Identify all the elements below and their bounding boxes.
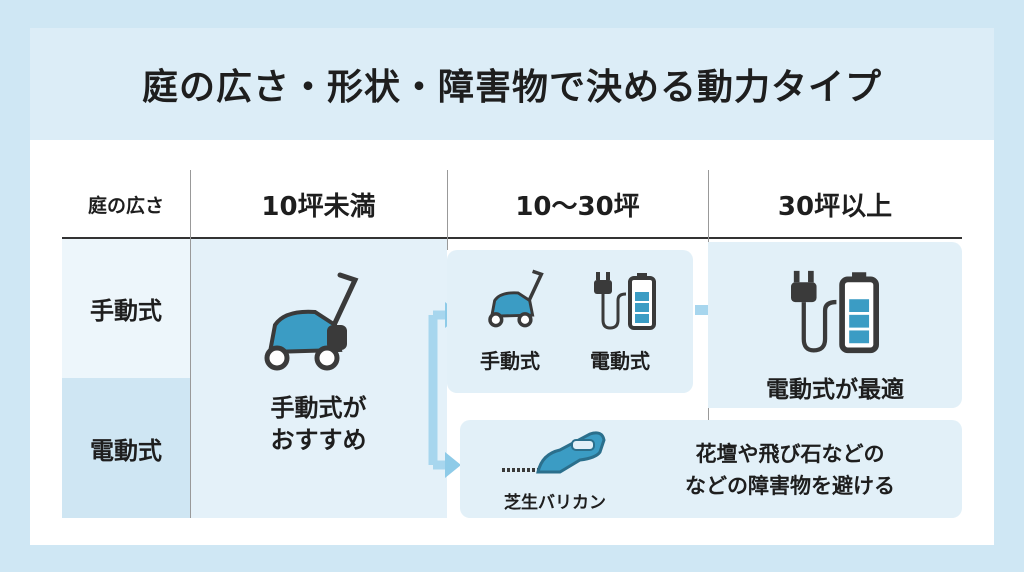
- large-recommendation: 電動式が最適: [766, 377, 904, 403]
- grass-trimmer-icon: [502, 431, 606, 474]
- medium-electric-label: 電動式: [590, 349, 650, 373]
- lawn-mower-icon: [488, 269, 544, 328]
- plug-battery-icon: [791, 270, 880, 354]
- row-label-electric: 電動式: [62, 378, 190, 518]
- branch-arrow-icon: [428, 302, 461, 478]
- large-box: [708, 242, 962, 408]
- medium-manual-label: 手動式: [480, 349, 540, 373]
- plug-battery-icon: [594, 272, 656, 330]
- title-band: 庭の広さ・形状・障害物で決める動力タイプ: [30, 28, 994, 140]
- trimmer-label: 芝生バリカン: [504, 493, 606, 513]
- obstacle-note: 花壇や飛び石などの などの障害物を避ける: [685, 442, 895, 498]
- header-large: 30坪以上: [777, 191, 893, 222]
- header-medium: 10〜30坪: [515, 191, 640, 222]
- divider: [190, 170, 191, 518]
- row-label-manual: 手動式: [62, 239, 190, 378]
- divider: [447, 170, 448, 250]
- page-title: 庭の広さ・形状・障害物で決める動力タイプ: [141, 67, 882, 108]
- header-divider: [62, 237, 962, 239]
- header-row-label: 庭の広さ: [87, 194, 164, 217]
- small-recommendation: 手動式が おすすめ: [270, 394, 367, 454]
- header-small: 10坪未満: [261, 191, 376, 222]
- cell-small: [190, 239, 447, 518]
- lawn-mower-icon: [264, 272, 359, 371]
